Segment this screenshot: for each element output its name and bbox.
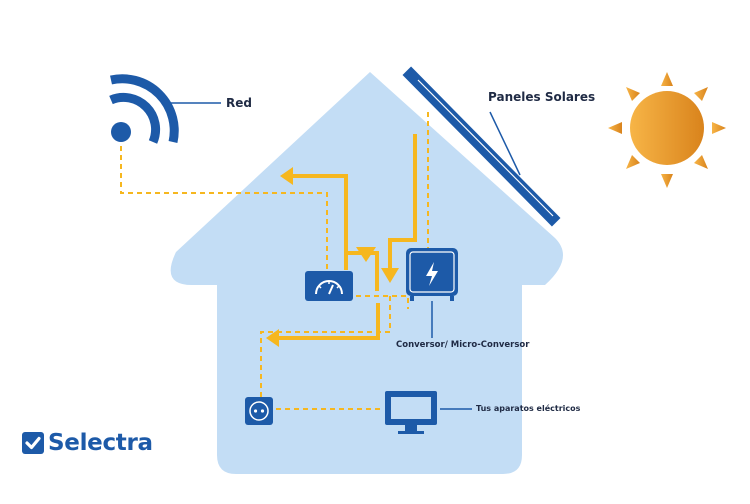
brand-name: Selectra — [48, 430, 153, 456]
arrow-heads — [266, 167, 399, 347]
tv-icon — [385, 391, 437, 434]
house-shape — [170, 72, 563, 474]
appliances-label: Tus aparatos eléctricos — [476, 404, 581, 413]
checkmark-icon — [22, 432, 44, 454]
converter-label: Conversor/ Micro-Conversor — [396, 340, 530, 350]
panel-leader-line-diagonal — [489, 111, 521, 176]
solar-panels-label: Paneles Solares — [488, 90, 596, 104]
solar-panel-icon — [402, 66, 561, 227]
solid-flow-arrows — [278, 134, 417, 340]
network-label: Red — [226, 96, 252, 110]
socket-icon — [245, 397, 273, 425]
dashed-flow-lines — [120, 112, 429, 410]
meter-icon — [305, 271, 353, 301]
sun-icon — [608, 72, 726, 188]
brand-logo: Selectra — [22, 430, 153, 456]
panel-leader-line — [488, 103, 490, 110]
wifi-icon — [109, 74, 179, 144]
inverter-icon — [406, 248, 458, 301]
